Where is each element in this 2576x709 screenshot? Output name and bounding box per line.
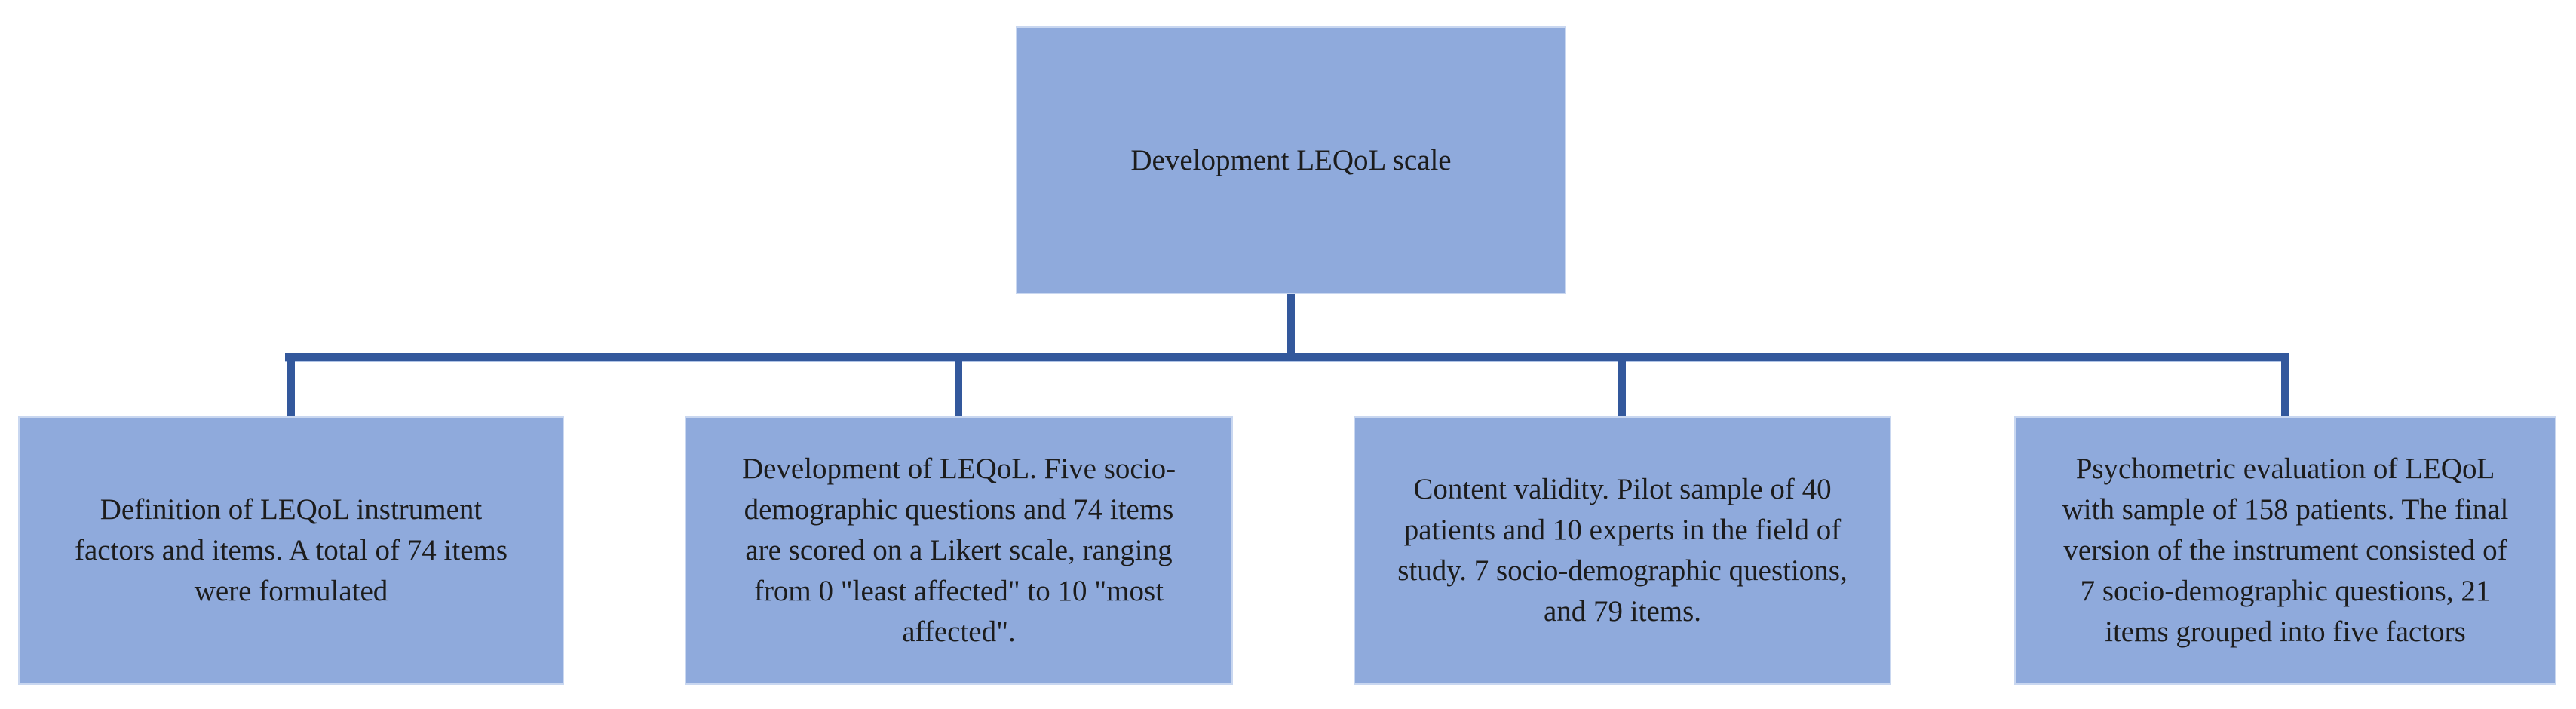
flowchart-root-node: Development LEQoL scale bbox=[1016, 26, 1566, 294]
flowchart-node-content-validity: Content validity. Pilot sample of 40 pat… bbox=[1354, 416, 1891, 685]
connector-stem bbox=[1287, 294, 1295, 354]
connector-drop-1 bbox=[287, 353, 295, 416]
node-definition-label: Definition of LEQoL instrument factors a… bbox=[74, 493, 508, 607]
connector-drop-3 bbox=[1618, 353, 1626, 416]
flowchart-node-psychometric-evaluation: Psychometric evaluation of LEQoL with sa… bbox=[2014, 416, 2556, 685]
connector-drop-4 bbox=[2281, 353, 2289, 416]
root-node-label: Development LEQoL scale bbox=[1130, 143, 1452, 176]
flowchart-node-definition: Definition of LEQoL instrument factors a… bbox=[18, 416, 564, 685]
node-development-label: Development of LEQoL. Five socio- demogr… bbox=[741, 453, 1176, 648]
node-psychometric-evaluation-label: Psychometric evaluation of LEQoL with sa… bbox=[2062, 453, 2509, 648]
connector-horizontal-line bbox=[285, 353, 2288, 362]
flowchart-node-development: Development of LEQoL. Five socio- demogr… bbox=[685, 416, 1233, 685]
connector-drop-2 bbox=[955, 353, 962, 416]
node-content-validity-label: Content validity. Pilot sample of 40 pat… bbox=[1397, 473, 1848, 628]
